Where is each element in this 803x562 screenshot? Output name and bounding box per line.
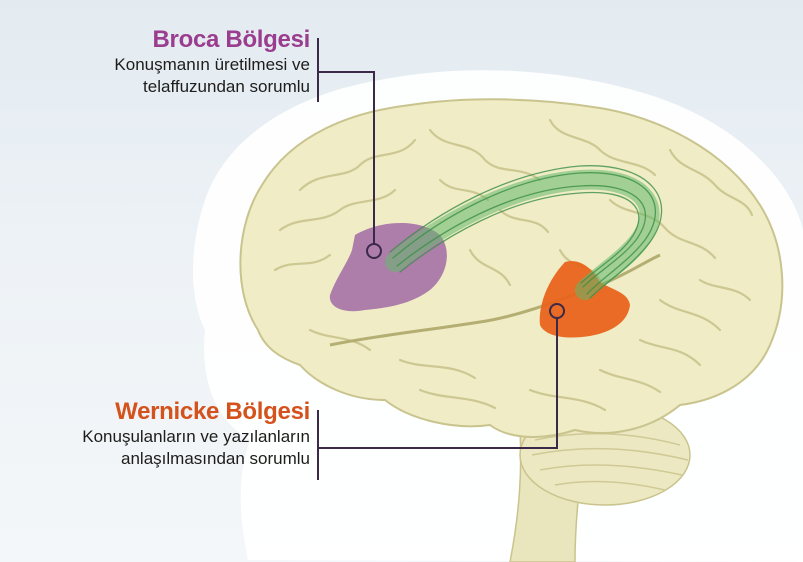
broca-label: Broca Bölgesi Konuşmanın üretilmesi ve t… — [114, 26, 310, 98]
wernicke-description-line1: Konuşulanların ve yazılanların — [82, 426, 310, 448]
wernicke-title: Wernicke Bölgesi — [82, 398, 310, 426]
broca-description-line2: telaffuzundan sorumlu — [114, 76, 310, 98]
wernicke-description-line2: anlaşılmasından sorumlu — [82, 448, 310, 470]
broca-description-line1: Konuşmanın üretilmesi ve — [114, 54, 310, 76]
wernicke-label: Wernicke Bölgesi Konuşulanların ve yazıl… — [82, 398, 310, 470]
broca-title: Broca Bölgesi — [114, 26, 310, 54]
